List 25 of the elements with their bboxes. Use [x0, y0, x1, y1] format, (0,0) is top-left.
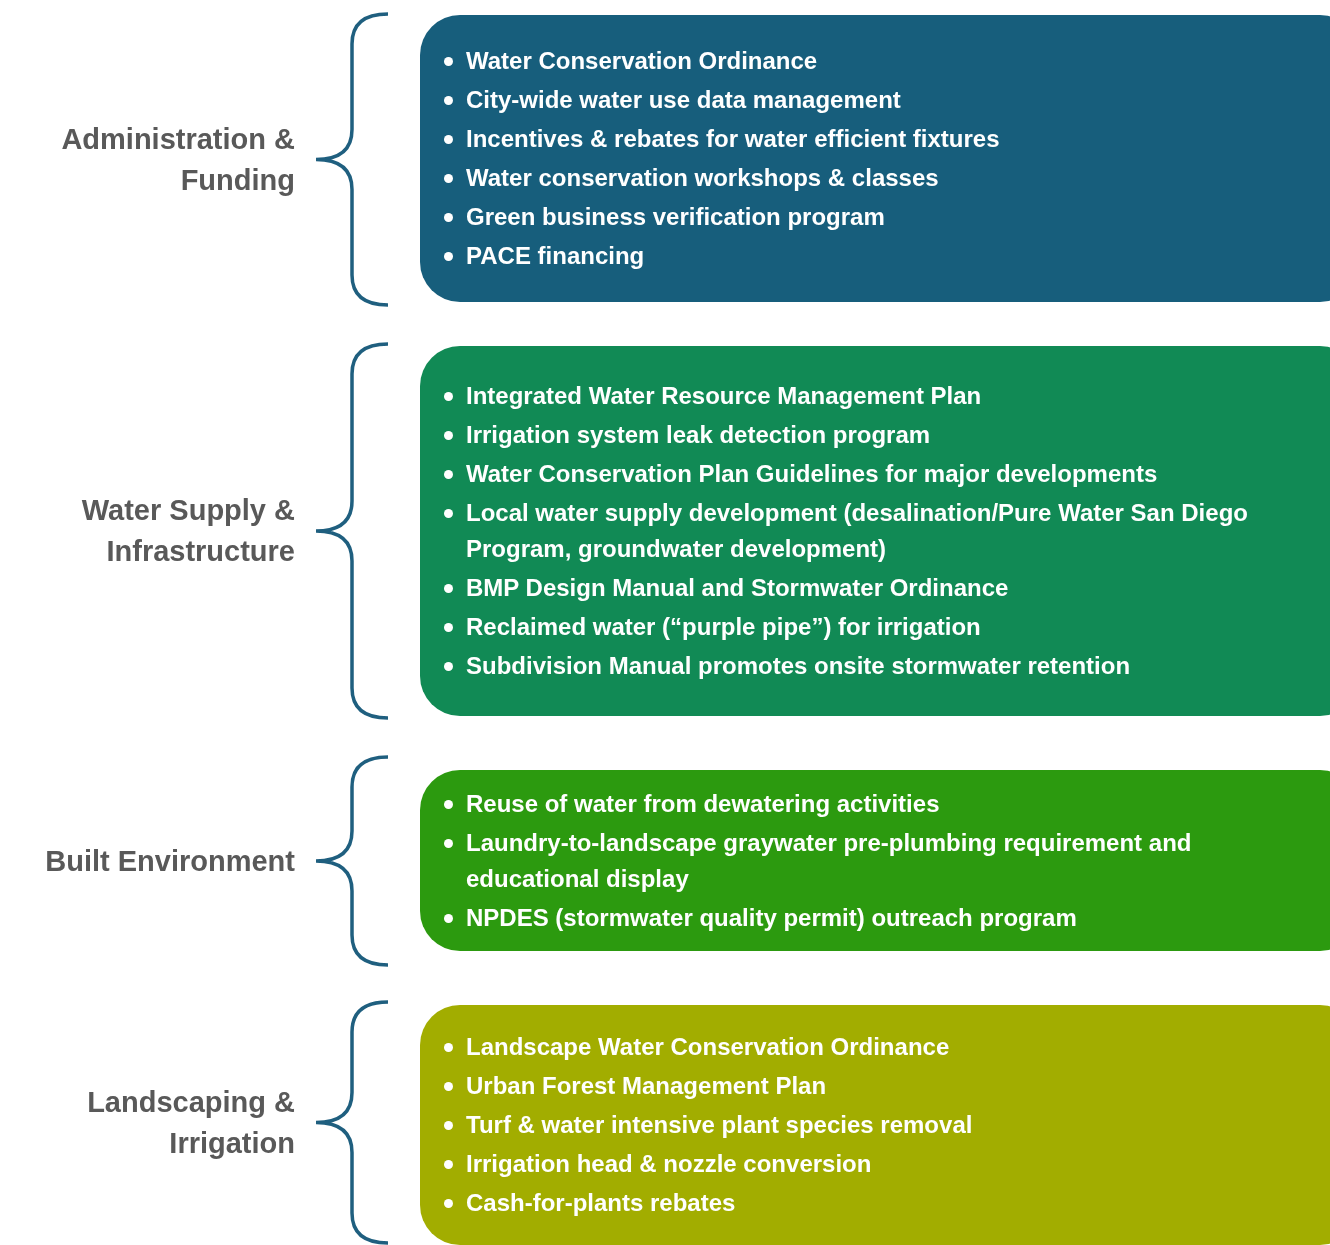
bullet-item: Green business verification program	[466, 203, 885, 230]
bullet-item: Reclaimed water (“purple pipe”) for irrigation	[466, 613, 981, 640]
bullet-item: Subdivision Manual promotes onsite stormwater retention	[466, 652, 1131, 679]
bullet-item: City-wide water use data management	[466, 86, 901, 113]
bullet-item: BMP Design Manual and Stormwater Ordinance	[466, 574, 1009, 601]
category-label: Built Environment	[44, 843, 295, 879]
bullet-item: NPDES (stormwater quality permit) outreach program	[466, 903, 1077, 931]
bullet-item: Water Conservation Ordinance	[466, 47, 818, 74]
bullet-item: Cash-for-plants rebates	[466, 1189, 736, 1216]
bullet-item: Irrigation system leak detection program	[466, 421, 931, 448]
bullet-item: PACE financing	[466, 242, 645, 269]
bullet-item: Irrigation head & nozzle conversion	[466, 1150, 872, 1177]
bullet-item: Integrated Water Resource Management Plan	[466, 382, 982, 409]
bullet-item: Turf & water intensive plant species removal	[466, 1111, 973, 1138]
bullet-item: Laundry-to-landscape graywater pre-plumbing requirement and educational display	[466, 828, 1192, 892]
bullet-item: Local water supply development (desalination/Pure Water San Diego Program, groundwater development)	[466, 499, 1248, 562]
bullet-item: Reuse of water from dewatering activities	[466, 789, 940, 817]
bullet-item: Water conservation workshops & classes	[466, 164, 939, 191]
bullet-item: Landscape Water Conservation Ordinance	[466, 1033, 950, 1060]
bullet-item: Incentives & rebates for water efficient fixtures	[466, 125, 1000, 152]
category-label: Water Supply & Infrastructure	[80, 493, 295, 569]
bullet-item: Urban Forest Management Plan	[466, 1072, 827, 1099]
category-label: Administration & Funding	[60, 121, 295, 198]
bullet-item: Water Conservation Plan Guidelines for major developments	[466, 460, 1158, 487]
category-label: Landscaping & Irrigation	[86, 1084, 295, 1161]
